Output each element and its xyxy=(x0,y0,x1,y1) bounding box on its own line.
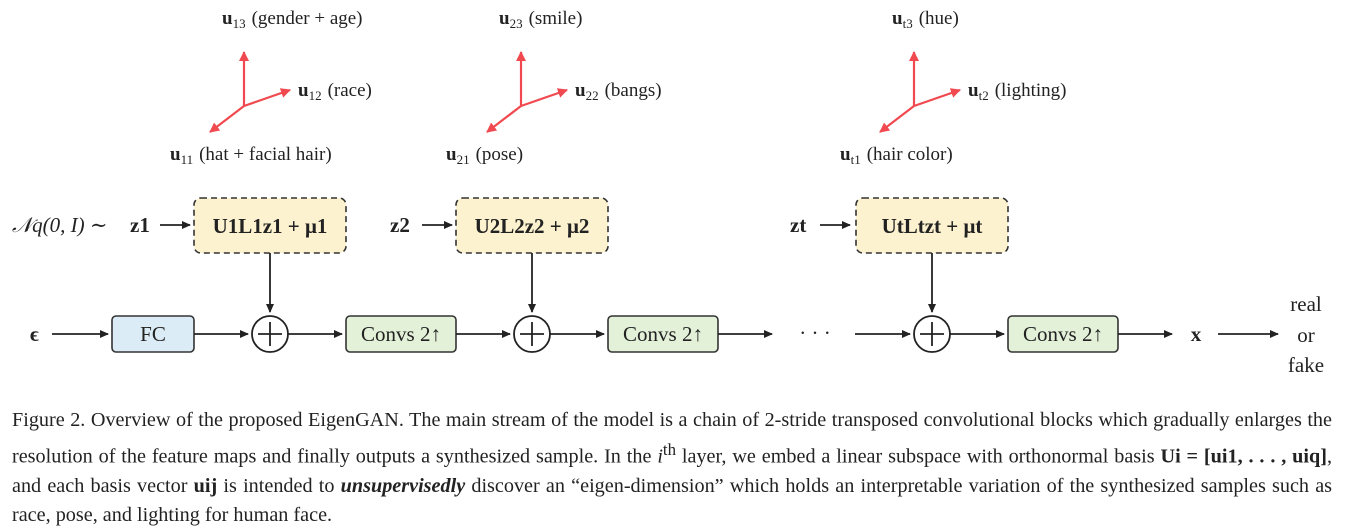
axis-ut1-arrow xyxy=(879,105,915,133)
subspace-box-1 xyxy=(193,197,347,254)
adder-t xyxy=(913,315,951,353)
caption-text-3: , and each basis vector xyxy=(12,445,1332,497)
ellipsis: · · · xyxy=(799,321,830,345)
axis-u21-arrow xyxy=(486,105,522,133)
subspace-box-t xyxy=(855,197,1009,254)
subspace-axes-2: u23(smile) u22(bangs) u21(pose) xyxy=(446,8,662,167)
subspace-axes-t: ut3(hue) ut2(lighting) ut1(hair color) xyxy=(840,8,1066,167)
axis-ut2-label: ut2(lighting) xyxy=(968,80,1066,103)
caption-basis: Ui = [ui1, . . . , uiq] xyxy=(1160,445,1327,468)
subspace-box-t-label: UtLtzt + μt xyxy=(882,214,983,238)
conv-block-1-label: Convs 2↑ xyxy=(361,322,441,346)
caption-text-2: layer, we embed a linear subspace with o… xyxy=(681,445,1155,468)
caption-th: th xyxy=(662,440,677,459)
caption-text-5: discover an “eigen-dimension” which hold… xyxy=(12,474,1333,526)
subspace-axes-1: u13(gender + age) u12(race) u11(hat + fa… xyxy=(170,8,372,167)
fc-label: FC xyxy=(140,322,166,346)
axis-u22-label: u22(bangs) xyxy=(575,80,662,103)
output-or-label: or xyxy=(1297,323,1315,347)
axis-u13-label: u13(gender + age) xyxy=(222,8,363,31)
caption-ith: i xyxy=(657,445,663,468)
axis-ut2-arrow xyxy=(913,88,961,108)
axis-u11-label: u11(hat + facial hair) xyxy=(170,144,332,167)
figure-caption: Figure 2. Overview of the proposed Eigen… xyxy=(12,406,1332,530)
output-x-label: x xyxy=(1191,322,1202,346)
axis-u12-label: u12(race) xyxy=(298,80,372,103)
z2-label: z2 xyxy=(390,213,410,237)
conv-block-2-label: Convs 2↑ xyxy=(623,322,703,346)
subspace-box-1-label: U1L1z1 + μ1 xyxy=(213,214,328,238)
subspace-box-2-label: U2L2z2 + μ2 xyxy=(475,214,590,238)
caption-uij: uij xyxy=(193,474,218,497)
caption-text-4: is intended to xyxy=(223,474,335,497)
axis-u11-arrow xyxy=(209,105,245,133)
z1-label: z1 xyxy=(130,213,150,237)
eigengan-diagram: u13(gender + age) u12(race) u11(hat + fa… xyxy=(12,8,1324,377)
subspace-box-2 xyxy=(455,197,609,254)
conv-block-t-label: Convs 2↑ xyxy=(1023,322,1103,346)
output-real-label: real xyxy=(1290,292,1322,316)
epsilon-label: ϵ xyxy=(30,322,39,346)
prior-label: 𝒩q(0, I) ∼ xyxy=(12,213,107,237)
adder-2 xyxy=(513,315,551,353)
axis-ut3-label: ut3(hue) xyxy=(892,8,959,31)
zt-label: zt xyxy=(790,213,806,237)
axis-u22-arrow xyxy=(520,88,568,108)
caption-emphasis: unsupervisedly xyxy=(340,474,466,497)
axis-u23-label: u23(smile) xyxy=(499,8,582,31)
axis-ut1-label: ut1(hair color) xyxy=(840,144,953,167)
caption-figure-number: Figure 2. xyxy=(12,409,86,431)
caption-text-1: Overview of the proposed EigenGAN. The m… xyxy=(12,409,1332,468)
output-fake-label: fake xyxy=(1288,353,1324,377)
axis-u12-arrow xyxy=(243,88,291,108)
adder-1 xyxy=(251,315,289,353)
axis-u21-label: u21(pose) xyxy=(446,144,523,167)
